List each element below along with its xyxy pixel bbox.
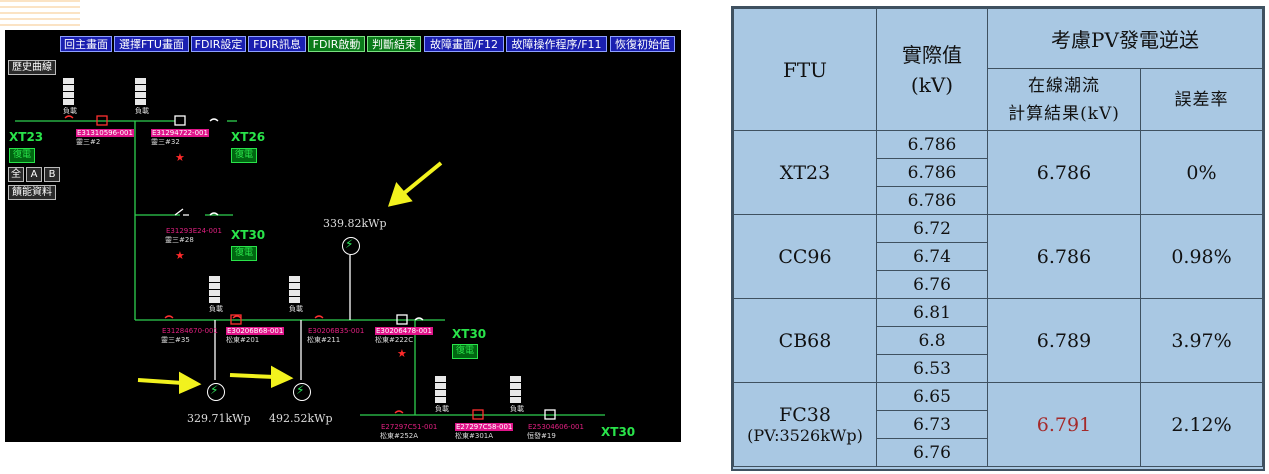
- header-calc: 在線潮流 計算結果(kV): [987, 68, 1141, 131]
- error-rate-cell: 0%: [1140, 130, 1263, 215]
- actual-value-cell: 6.53: [876, 354, 988, 383]
- cropped-region: [0, 442, 690, 474]
- station-label: XT23: [9, 130, 44, 144]
- load-meter: 負載: [209, 276, 223, 314]
- calc-value-cell: 6.789: [987, 298, 1141, 383]
- restore-badge: 復電: [9, 148, 35, 163]
- comparison-table: FTU 實際值 (kV) 考慮PV發電逆送 在線潮流 計算結果(kV) 誤差率 …: [731, 6, 1265, 471]
- ftu-cell: FC38(PV:3526kWp): [733, 382, 877, 467]
- ftu-name: FC38: [779, 404, 831, 426]
- calc-value-cell: 6.786: [987, 130, 1141, 215]
- nav-button[interactable]: 故障畫面/F12: [424, 36, 504, 52]
- nav-button[interactable]: 恢復初始值: [610, 36, 675, 52]
- ftu-subtitle: (PV:3526kWp): [747, 426, 863, 445]
- station-label: XT30: [452, 327, 487, 341]
- feeder-data-button[interactable]: 饋能資料: [8, 185, 56, 200]
- phase-all-button[interactable]: 全: [8, 167, 24, 182]
- error-rate-cell: 0.98%: [1140, 214, 1263, 299]
- ftu-name: CB68: [778, 329, 832, 352]
- nav-button[interactable]: FDIR啟動: [308, 36, 365, 52]
- calc-value-cell: 6.786: [987, 214, 1141, 299]
- actual-value-cell: 6.81: [876, 298, 988, 327]
- pv-generator-icon: [293, 383, 311, 401]
- table-row: 6.74: [734, 242, 1263, 271]
- pv-generator-icon: [342, 237, 360, 255]
- ftu-cell: CC96: [733, 214, 877, 299]
- table-row: 6.786: [734, 186, 1263, 215]
- header-error: 誤差率: [1140, 68, 1263, 131]
- restore-badge: 復電: [452, 344, 478, 359]
- restore-badge: 復電: [231, 148, 257, 163]
- load-meter: 負載: [510, 376, 524, 414]
- decorative-stripes: [0, 0, 80, 28]
- load-meter: 負載: [135, 78, 149, 116]
- station-label: XT30: [601, 425, 636, 439]
- restore-badge: 復電: [231, 246, 257, 261]
- nav-button[interactable]: 故障操作程序/F11: [506, 36, 607, 52]
- actual-value-cell: 6.786: [876, 130, 988, 159]
- table-row: 6.786: [734, 158, 1263, 187]
- actual-value-cell: 6.76: [876, 270, 988, 299]
- ftu-name: XT23: [779, 161, 831, 184]
- nav-button[interactable]: 選擇FTU畫面: [114, 36, 189, 52]
- header-ftu: FTU: [733, 8, 877, 131]
- phase-a-button[interactable]: A: [26, 167, 42, 182]
- load-meter: 負載: [63, 78, 77, 116]
- nav-button[interactable]: 判斷結束: [367, 36, 421, 52]
- alarm-star-icon: ★: [175, 151, 185, 164]
- actual-value-cell: 6.786: [876, 186, 988, 215]
- load-meter: 負載: [435, 376, 449, 414]
- station-label: XT30: [231, 228, 266, 242]
- nav-button[interactable]: FDIR設定: [191, 36, 246, 52]
- pv-rating-label: 339.82kWp: [323, 217, 387, 230]
- table-row: 6.53: [734, 354, 1263, 383]
- pv-rating-label: 492.52kWp: [269, 412, 333, 425]
- history-curve-button[interactable]: 歷史曲線: [8, 60, 56, 75]
- actual-value-cell: 6.786: [876, 158, 988, 187]
- actual-value-cell: 6.76: [876, 438, 988, 467]
- header-actual: 實際值 (kV): [876, 8, 988, 131]
- pv-rating-label: 329.71kWp: [187, 412, 251, 425]
- feeder-lines: [15, 115, 605, 420]
- phase-b-button[interactable]: B: [44, 167, 60, 182]
- actual-value-cell: 6.73: [876, 410, 988, 439]
- ftu-cell: XT23: [733, 130, 877, 215]
- alarm-star-icon: ★: [175, 249, 185, 262]
- actual-value-cell: 6.74: [876, 242, 988, 271]
- error-rate-cell: 2.12%: [1140, 382, 1263, 467]
- header-group: 考慮PV發電逆送: [987, 8, 1263, 69]
- nav-button[interactable]: 回主畫面: [60, 36, 112, 52]
- table-row: 6.8: [734, 326, 1263, 355]
- nav-button[interactable]: FDIR訊息: [248, 36, 306, 52]
- table-row: 6.76: [734, 438, 1263, 467]
- ftu-name: CC96: [778, 245, 832, 268]
- actual-value-cell: 6.65: [876, 382, 988, 411]
- table-row: 6.73: [734, 410, 1263, 439]
- actual-value-cell: 6.8: [876, 326, 988, 355]
- load-meter: 負載: [289, 276, 303, 314]
- station-label: XT26: [231, 130, 266, 144]
- ftu-cell: CB68: [733, 298, 877, 383]
- actual-value-cell: 6.72: [876, 214, 988, 243]
- alarm-star-icon: ★: [397, 347, 407, 360]
- error-rate-cell: 3.97%: [1140, 298, 1263, 383]
- calc-value-cell: 6.791: [987, 382, 1141, 467]
- pv-generator-icon: [207, 383, 225, 401]
